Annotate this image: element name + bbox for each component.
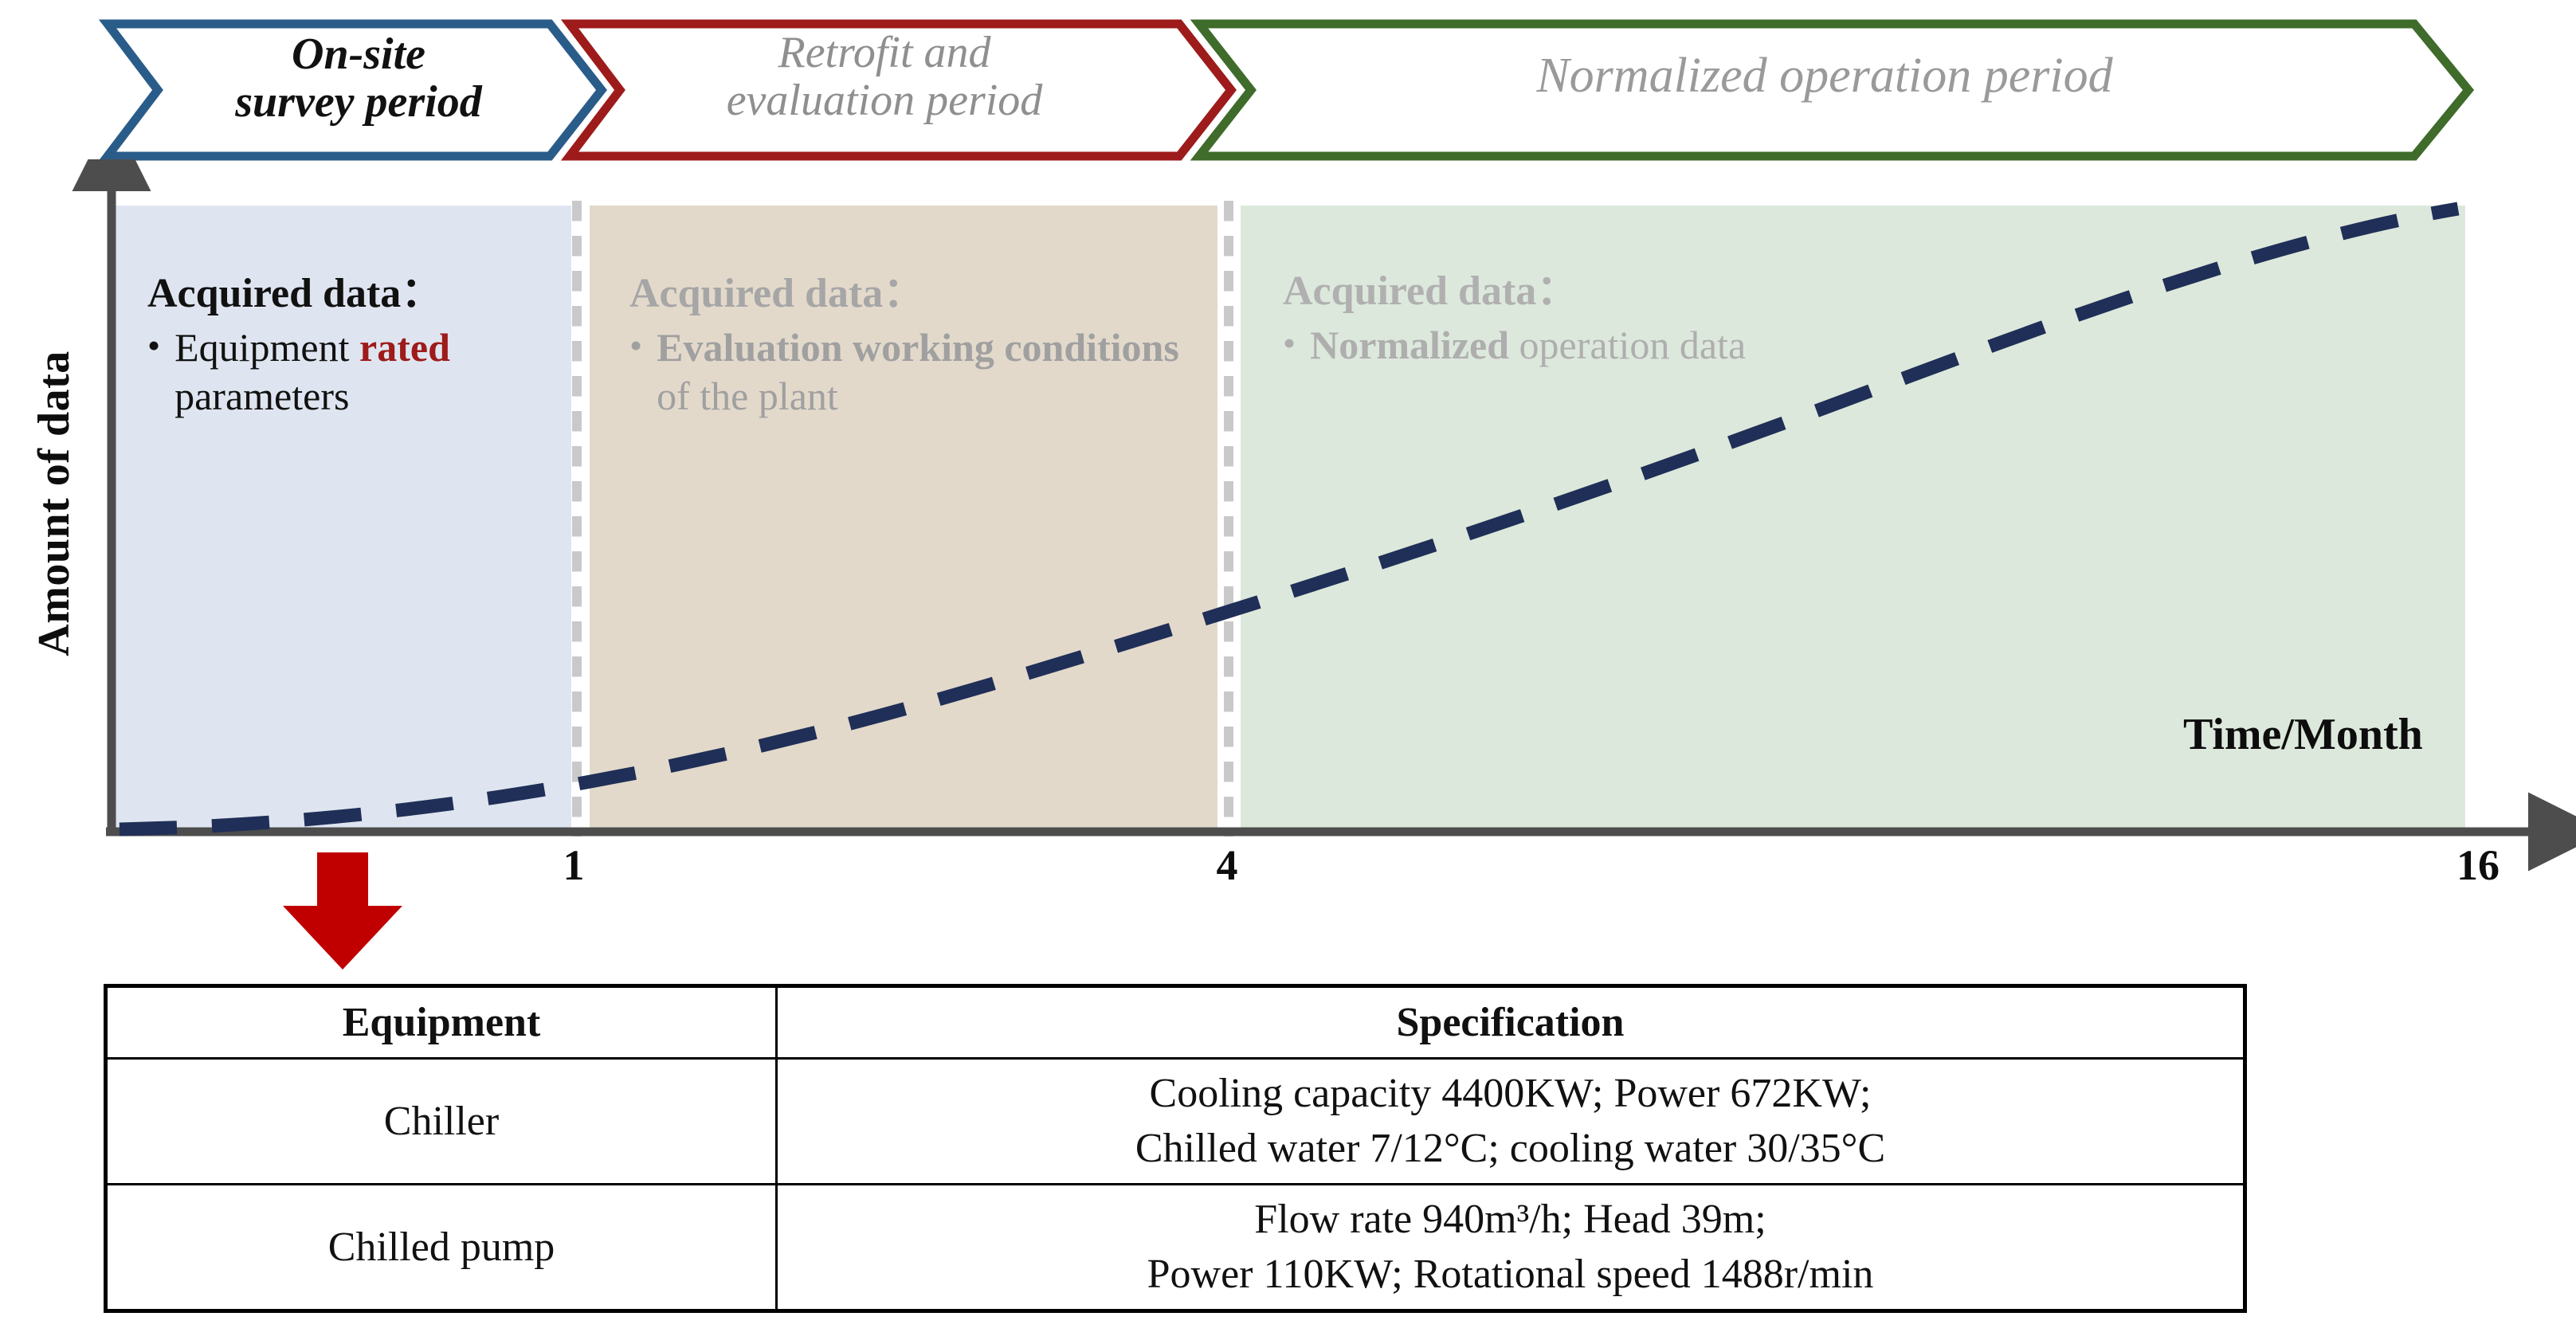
column-header-specification: Specification: [775, 985, 2246, 1060]
data-growth-curve: [119, 202, 2460, 836]
data-block-survey: Acquired data： • Equipment rated paramet…: [147, 259, 562, 421]
x-tick-4: 4: [1216, 841, 1238, 889]
spec-line: Flow rate 940m³/h; Head 39m;: [1254, 1196, 1766, 1242]
bullet-part-plain: Equipment: [174, 325, 360, 370]
bullet-icon: •: [629, 325, 643, 366]
data-growth-chart: Amount of data Acquired data：: [0, 159, 2576, 889]
chevron-shapes: [98, 19, 2475, 161]
table-header-row: Equipment Specification: [104, 985, 2246, 1060]
x-axis-label: Time/Month: [2183, 710, 2423, 759]
bullet-part-emphasis: Evaluation working conditions: [657, 325, 1179, 370]
data-block-title: Acquired data：: [1283, 268, 1578, 314]
bullet-icon: •: [147, 325, 161, 366]
cell-specification-chiller: Cooling capacity 4400KW; Power 672KW; Ch…: [775, 1057, 2246, 1185]
region-normalized: [1241, 206, 2465, 830]
region-survey: [116, 206, 571, 830]
data-block-bullet-text: Normalized operation data: [1310, 321, 1746, 370]
phase-timeline: On-site survey period Retrofit and evalu…: [0, 0, 2576, 171]
cell-specification-chilled-pump: Flow rate 940m³/h; Head 39m; Power 110KW…: [775, 1182, 2246, 1312]
bullet-part-tail: operation data: [1509, 323, 1747, 367]
chevron-on-site-survey[interactable]: [98, 19, 607, 161]
data-block-bullet: • Evaluation working conditions of the p…: [629, 323, 1219, 421]
data-block-bullet: • Equipment rated parameters: [147, 323, 562, 421]
bullet-part-tail: of the plant: [657, 374, 838, 418]
data-block-title: Acquired data：: [147, 271, 443, 316]
bullet-part-emphasis: Normalized: [1310, 323, 1510, 367]
region-divider-month-4: [1224, 201, 1233, 836]
spec-line: Chilled water 7/12°C; cooling water 30/3…: [1135, 1126, 1886, 1172]
bullet-part-tail: parameters: [174, 374, 350, 418]
data-block-title: Acquired data：: [629, 271, 925, 316]
x-tick-1: 1: [563, 841, 585, 889]
cell-equipment-chiller: Chiller: [104, 1057, 778, 1185]
data-block-normalized: Acquired data： • Normalized operation da…: [1283, 257, 2398, 370]
chart-axes-and-curve: [72, 159, 2576, 872]
chevron-normalized-operation[interactable]: [1190, 19, 2475, 161]
x-tick-16: 16: [2456, 841, 2500, 889]
bullet-icon: •: [1283, 323, 1296, 363]
spec-line: Cooling capacity 4400KW; Power 672KW;: [1149, 1071, 1872, 1116]
spec-line: Power 110KW; Rotational speed 1488r/min: [1147, 1252, 1874, 1298]
region-divider-month-1: [572, 201, 582, 836]
cell-equipment-chilled-pump: Chilled pump: [104, 1182, 778, 1312]
equipment-spec-table: Equipment Specification Chiller Cooling …: [104, 984, 2247, 1313]
table-row: Chiller Cooling capacity 4400KW; Power 6…: [104, 1057, 2246, 1185]
table-row: Chilled pump Flow rate 940m³/h; Head 39m…: [104, 1182, 2246, 1312]
region-retrofit: [590, 206, 1217, 830]
data-block-bullet: • Normalized operation data: [1283, 321, 2398, 370]
column-header-equipment: Equipment: [104, 985, 778, 1060]
data-block-bullet-text: Evaluation working conditions of the pla…: [657, 323, 1219, 421]
bullet-part-emphasis: rated: [359, 325, 450, 370]
data-block-bullet-text: Equipment rated parameters: [174, 323, 493, 421]
down-arrow-icon: [283, 852, 402, 970]
data-block-retrofit: Acquired data： • Evaluation working cond…: [629, 259, 1219, 421]
chevron-retrofit-evaluation[interactable]: [560, 19, 1237, 161]
